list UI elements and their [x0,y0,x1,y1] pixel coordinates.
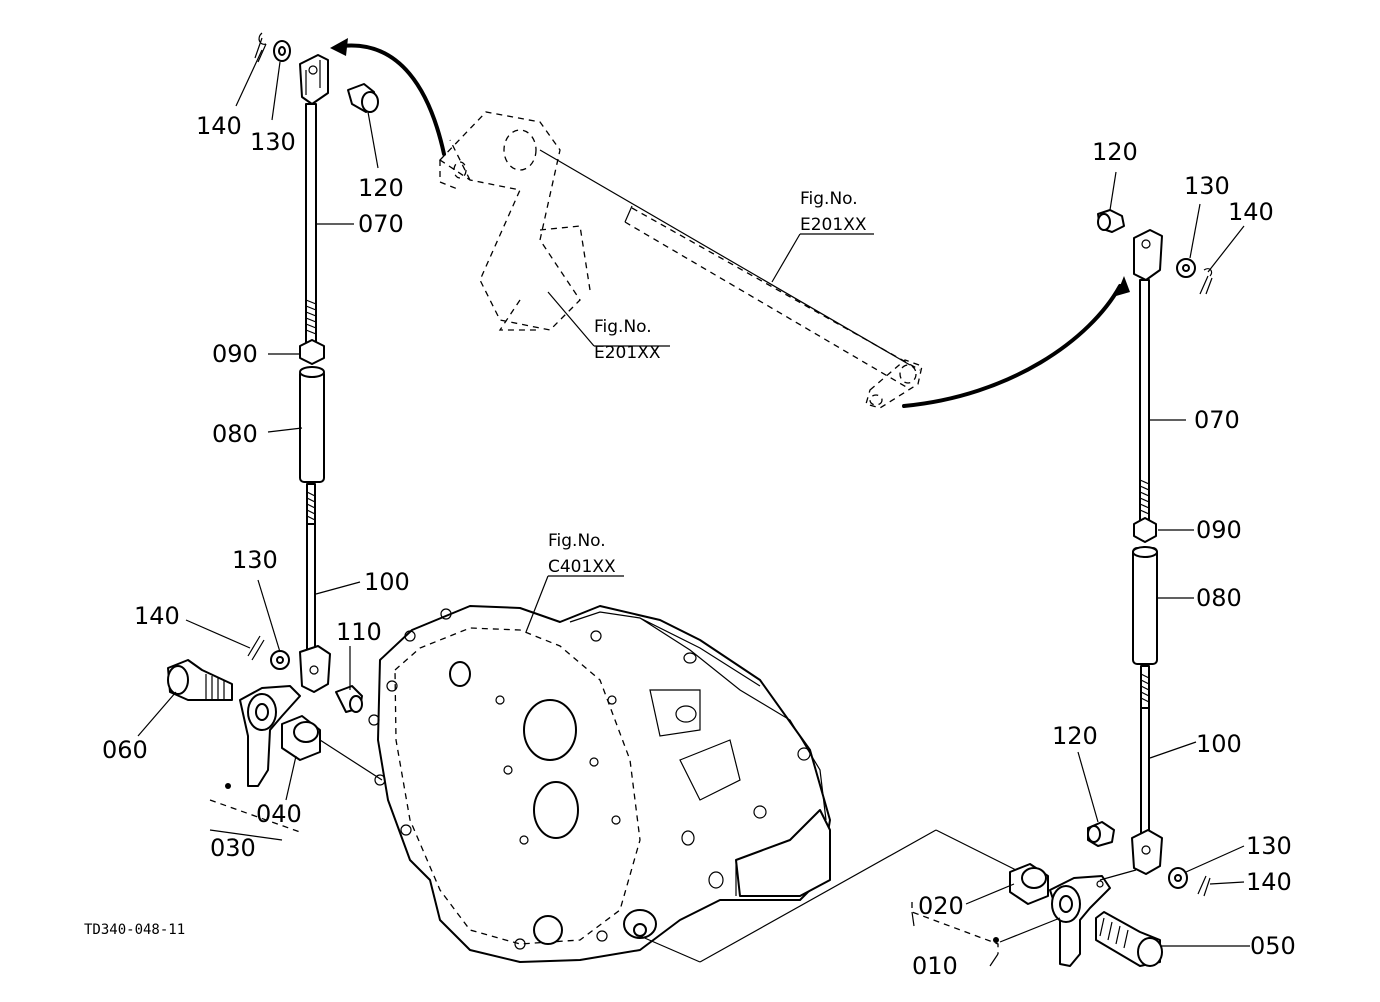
label-040-left: 040 [256,800,302,828]
label-030-left: 030 [210,834,256,862]
label-020-right: 020 [918,892,964,920]
left-linkage-assembly [167,32,379,833]
label-100-left: 100 [364,568,410,596]
label-070-right: 070 [1194,406,1240,434]
arrow-head-left [330,38,348,56]
arrow-to-right-clevis [902,284,1122,408]
figure-references: Fig.No. E201XX Fig.No. E201XX Fig.No. C4… [548,189,867,577]
rod-100 [306,523,316,651]
turnbuckle-080-right [1132,547,1158,665]
grease-point [225,783,231,789]
label-110-left: 110 [336,618,382,646]
turnbuckle-080 [299,369,325,483]
label-080-left: 080 [212,420,258,448]
clevis-lower [299,645,331,693]
cotter-pin-140-lower-right [1197,875,1211,897]
cotter-pin-140-lower [247,635,265,661]
housing-outline [377,605,831,963]
housing-bore-upper [523,699,577,761]
label-120-right-low: 120 [1052,722,1098,750]
label-010-right: 010 [912,952,958,980]
arrow-to-left-clevis [340,43,446,156]
transmission-housing [368,605,831,963]
right-linkage-assembly [911,209,1213,967]
document-id: TD340-048-11 [84,922,185,938]
pedal-shaft-assembly [438,111,923,409]
figref-pedal-upper-line2: E201XX [800,215,867,235]
nut-090-right [1133,517,1157,543]
figref-housing-line1: Fig.No. [548,531,606,551]
leader-lines [137,49,1250,967]
label-140-right-top: 140 [1228,198,1274,226]
label-090-right: 090 [1196,516,1242,544]
label-130-right-low: 130 [1246,832,1292,860]
figref-pedal-lower-line2: E201XX [594,343,661,363]
label-140-right-low: 140 [1246,868,1292,896]
figref-housing-line2: C401XX [548,557,616,577]
label-100-right: 100 [1196,730,1242,758]
housing-bore-lower [533,781,579,839]
nut-090 [299,339,325,365]
callout-labels: 140 130 120 070 090 080 130 100 140 110 … [102,112,1296,980]
label-130-right-top: 130 [1184,172,1230,200]
label-080-right: 080 [1196,584,1242,612]
housing-rear [569,611,827,821]
clevis-top-right [1133,229,1163,281]
figref-pedal-lower-line1: Fig.No. [594,317,652,337]
grease-point-right [993,937,999,943]
label-120-left-top: 120 [358,174,404,202]
figref-pedal-upper-line1: Fig.No. [800,189,858,209]
clevis-top [299,54,329,105]
cotter-pin-140-right [1199,268,1213,295]
label-140-left-low: 140 [134,602,180,630]
label-070-left: 070 [358,210,404,238]
pedal-arm-dashed [438,111,581,331]
label-090-left: 090 [212,340,258,368]
arrow-head-right [1116,276,1130,296]
label-130-left-low: 130 [232,546,278,574]
label-130-left-top: 130 [250,128,296,156]
label-120-right-top: 120 [1092,138,1138,166]
rod-100-right [1140,707,1150,837]
shaft-end-lever [865,359,923,409]
label-140-left-top: 140 [196,112,242,140]
label-060-left: 060 [102,736,148,764]
label-050-right: 050 [1250,932,1296,960]
cotter-pin-140 [254,32,267,63]
clevis-lower-right [1131,829,1163,875]
